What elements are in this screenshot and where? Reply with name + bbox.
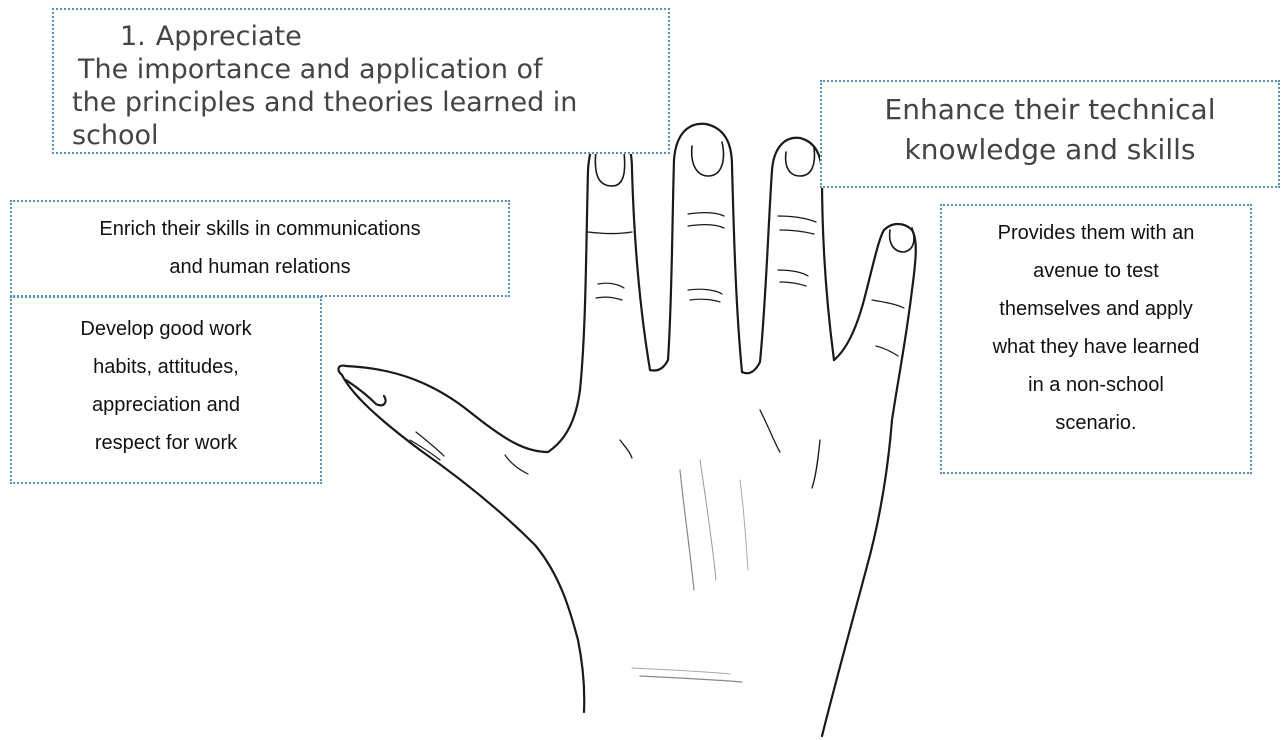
develop-callout: Develop good work habits, attitudes, app… [10, 296, 322, 484]
provides-line: themselves and apply [999, 298, 1193, 320]
provides-line: in a non-school [1028, 374, 1164, 396]
develop-line: appreciation and [92, 394, 240, 416]
enrich-line: Enrich their skills in communications [99, 218, 421, 240]
develop-line: respect for work [94, 432, 238, 454]
provides-line: scenario. [1055, 412, 1137, 434]
enhance-callout: Enhance their technical knowledge and sk… [820, 80, 1280, 188]
provides-line: Provides them with an [997, 222, 1195, 244]
appreciate-line: the principles and theories learned in [72, 87, 578, 118]
appreciate-heading: 1. Appreciate [72, 20, 668, 53]
appreciate-number: 1. [120, 21, 146, 52]
enhance-line: Enhance their technical [884, 93, 1216, 126]
appreciate-line: school [72, 120, 159, 151]
enhance-line: knowledge and skills [904, 133, 1196, 166]
appreciate-callout: 1. Appreciate The importance and applicat… [52, 8, 670, 154]
develop-line: Develop good work [80, 318, 252, 340]
appreciate-line: The importance and application of [78, 54, 543, 85]
enrich-callout: Enrich their skills in communications an… [10, 200, 510, 297]
develop-line: habits, attitudes, [93, 356, 239, 378]
provides-callout: Provides them with an avenue to test the… [940, 204, 1252, 474]
provides-line: what they have learned [992, 336, 1200, 358]
appreciate-heading-text: Appreciate [155, 21, 302, 52]
provides-line: avenue to test [1033, 260, 1159, 282]
enrich-line: and human relations [169, 256, 351, 278]
